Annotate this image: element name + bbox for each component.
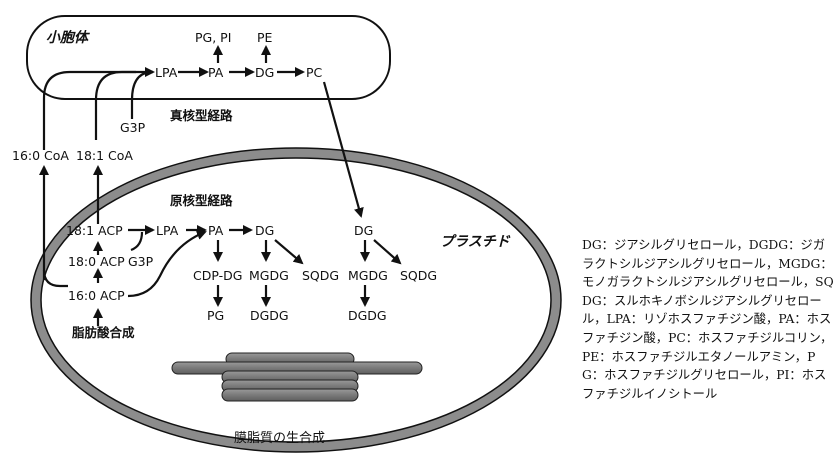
node-dgdg: DGDG [250, 308, 289, 323]
node-er-pa: PA [208, 65, 224, 80]
node-18-0-acp: 18:0 ACP [68, 254, 125, 269]
arrow-g3p-lpa [130, 70, 151, 119]
node-er-pe: PE [257, 30, 273, 45]
pathway-arrows [39, 45, 402, 326]
node-cdp-dg: CDP-DG [193, 268, 242, 283]
figure-caption: 膜脂質の生合成 [234, 431, 325, 446]
thylakoid-stack [171, 352, 423, 402]
arrow-g3p-lpa-plastid [130, 231, 144, 252]
node-18-1-acp: 18:1 ACP [66, 223, 123, 238]
plastid-inner-membrane [40, 157, 552, 443]
node-dgdg-euk: DGDG [348, 308, 387, 323]
prokaryotic-pathway-label: 原核型経路 [170, 193, 233, 208]
node-er-pg-pi: PG, PI [195, 30, 231, 45]
arrow-dg-sqdg [274, 239, 304, 265]
arrow-pc-dg-euk [322, 81, 364, 218]
node-plastid-lpa: LPA [156, 223, 179, 238]
node-plastid-dg: DG [255, 223, 274, 238]
arrow-dgeuk-sqdgeuk [373, 239, 402, 265]
node-plastid-g3p: G3P [128, 254, 154, 269]
arrow-16acp-connector [42, 269, 68, 288]
node-er-dg: DG [255, 65, 274, 80]
arrow-16coa-lpa [42, 67, 155, 150]
node-er-lpa: LPA [155, 65, 178, 80]
node-er-g3p: G3P [120, 120, 146, 135]
node-pg: PG [207, 308, 224, 323]
eukaryotic-pathway-label: 真核型経路 [170, 108, 233, 123]
er-compartment [26, 15, 391, 100]
arrow-16acp-pa [127, 230, 207, 298]
node-18-1-coa: 18:1 CoA [76, 148, 133, 163]
node-er-pc: PC [306, 65, 323, 80]
node-mgdg: MGDG [249, 268, 289, 283]
er-label: 小胞体 [46, 29, 90, 46]
node-16-0-coa: 16:0 CoA [12, 148, 69, 163]
arrow-18coa-lpa [94, 70, 136, 140]
abbreviation-legend: DG：ジアシルグリセロール，DGDG：ジガラクトシルジアシルグリセロール，MGD… [582, 238, 834, 401]
node-sqdg-euk: SQDG [400, 268, 437, 283]
node-plastid-pa: PA [208, 223, 224, 238]
fatty-acid-synthesis-label: 脂肪酸合成 [71, 325, 135, 340]
node-sqdg: SQDG [302, 268, 339, 283]
node-mgdg-euk: MGDG [348, 268, 388, 283]
node-dg-euk: DG [354, 223, 373, 238]
node-16-0-acp: 16:0 ACP [68, 288, 125, 303]
plastid-label: プラスチド [440, 234, 511, 250]
